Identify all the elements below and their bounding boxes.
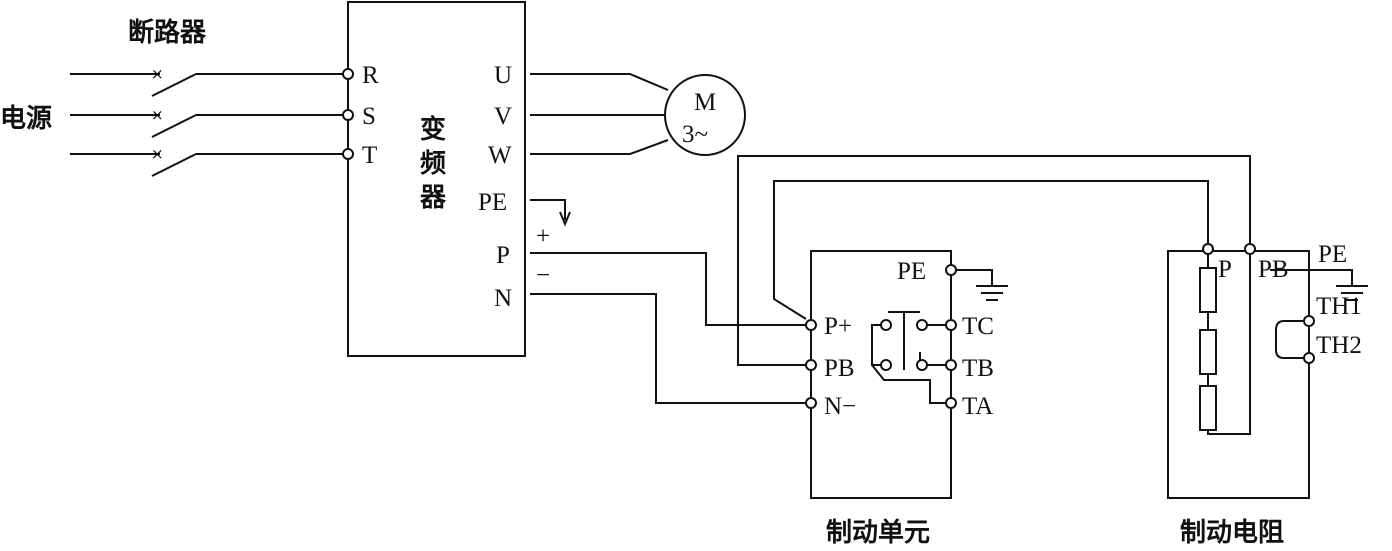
terminal-tb — [945, 359, 957, 371]
terminal-th2 — [1303, 352, 1315, 364]
wire-p-to-pplus — [530, 252, 806, 326]
vfd-title-3: 器 — [419, 183, 447, 213]
label-resistor-p: P — [1218, 256, 1232, 283]
vfd-title-2: 频 — [420, 149, 446, 179]
terminal-pplus — [805, 319, 817, 331]
label-t: T — [362, 142, 377, 169]
terminal-tc — [945, 319, 957, 331]
resistor-symbols — [1199, 254, 1251, 435]
braking-unit-label: 制动单元 — [826, 518, 930, 548]
terminal-resistor-p — [1202, 243, 1214, 255]
label-tb: TB — [962, 355, 994, 382]
unit-ground-icon — [956, 269, 1008, 301]
terminal-resistor-pb — [1244, 243, 1256, 255]
label-resistor-pe: PE — [1318, 241, 1347, 268]
label-n: N — [494, 285, 512, 312]
label-unit-pe: PE — [897, 258, 926, 285]
label-pe: PE — [478, 189, 507, 216]
label-th1: TH1 — [1316, 293, 1362, 320]
motor-phase-label: 3~ — [682, 121, 708, 148]
vfd-pe-arrow-icon — [559, 211, 571, 227]
resistor-ground-icon — [1270, 269, 1368, 301]
terminal-pb — [805, 359, 817, 371]
label-tc: TC — [962, 313, 994, 340]
label-pplus: P+ — [824, 313, 852, 340]
vfd-title-1: 变 — [420, 114, 446, 145]
terminal-t — [342, 148, 354, 160]
breaker-label: 断路器 — [128, 17, 207, 48]
wire-w — [530, 139, 669, 155]
wire-pplus-to-resistor-p — [773, 180, 1209, 320]
break-mark-t: × — [151, 145, 164, 163]
label-p: P — [496, 242, 510, 269]
terminal-r — [342, 68, 354, 80]
break-mark-s: × — [151, 106, 164, 124]
label-w: W — [488, 142, 512, 169]
motor-symbol — [664, 74, 746, 156]
label-nminus: N− — [824, 393, 856, 420]
terminal-unit-pe — [945, 264, 957, 276]
label-v: V — [494, 103, 512, 130]
braking-resistor-label: 制动电阻 — [1180, 518, 1284, 548]
terminal-ta — [945, 397, 957, 409]
wire-u — [530, 73, 669, 91]
breaker-switch-t: × — [70, 145, 342, 177]
label-ta: TA — [962, 393, 993, 420]
dc-plus-label: + — [536, 223, 550, 250]
breaker-switch-s: × — [70, 106, 342, 138]
relay-contacts — [871, 311, 946, 404]
braking-unit-box — [810, 250, 952, 499]
vfd-box — [347, 1, 526, 357]
wire-pb-to-resistor-pb — [737, 155, 1251, 366]
terminal-nminus — [805, 397, 817, 409]
break-mark-r: × — [151, 65, 164, 83]
label-r: R — [362, 62, 379, 89]
terminal-th1 — [1303, 315, 1315, 327]
label-u: U — [494, 62, 512, 89]
power-source-label: 电源 — [0, 104, 52, 134]
braking-resistor-box — [1167, 250, 1310, 499]
label-pb: PB — [824, 355, 855, 382]
label-th2: TH2 — [1316, 332, 1362, 359]
dc-minus-label: − — [536, 262, 550, 289]
breaker-switch-r: × — [70, 65, 342, 97]
wire-n-to-nminus — [530, 293, 806, 404]
terminal-s — [342, 109, 354, 121]
vfd-pe-wire — [530, 199, 566, 220]
motor-label: M — [694, 89, 716, 116]
thermal-switch-icon — [1275, 320, 1304, 359]
label-s: S — [362, 103, 376, 130]
